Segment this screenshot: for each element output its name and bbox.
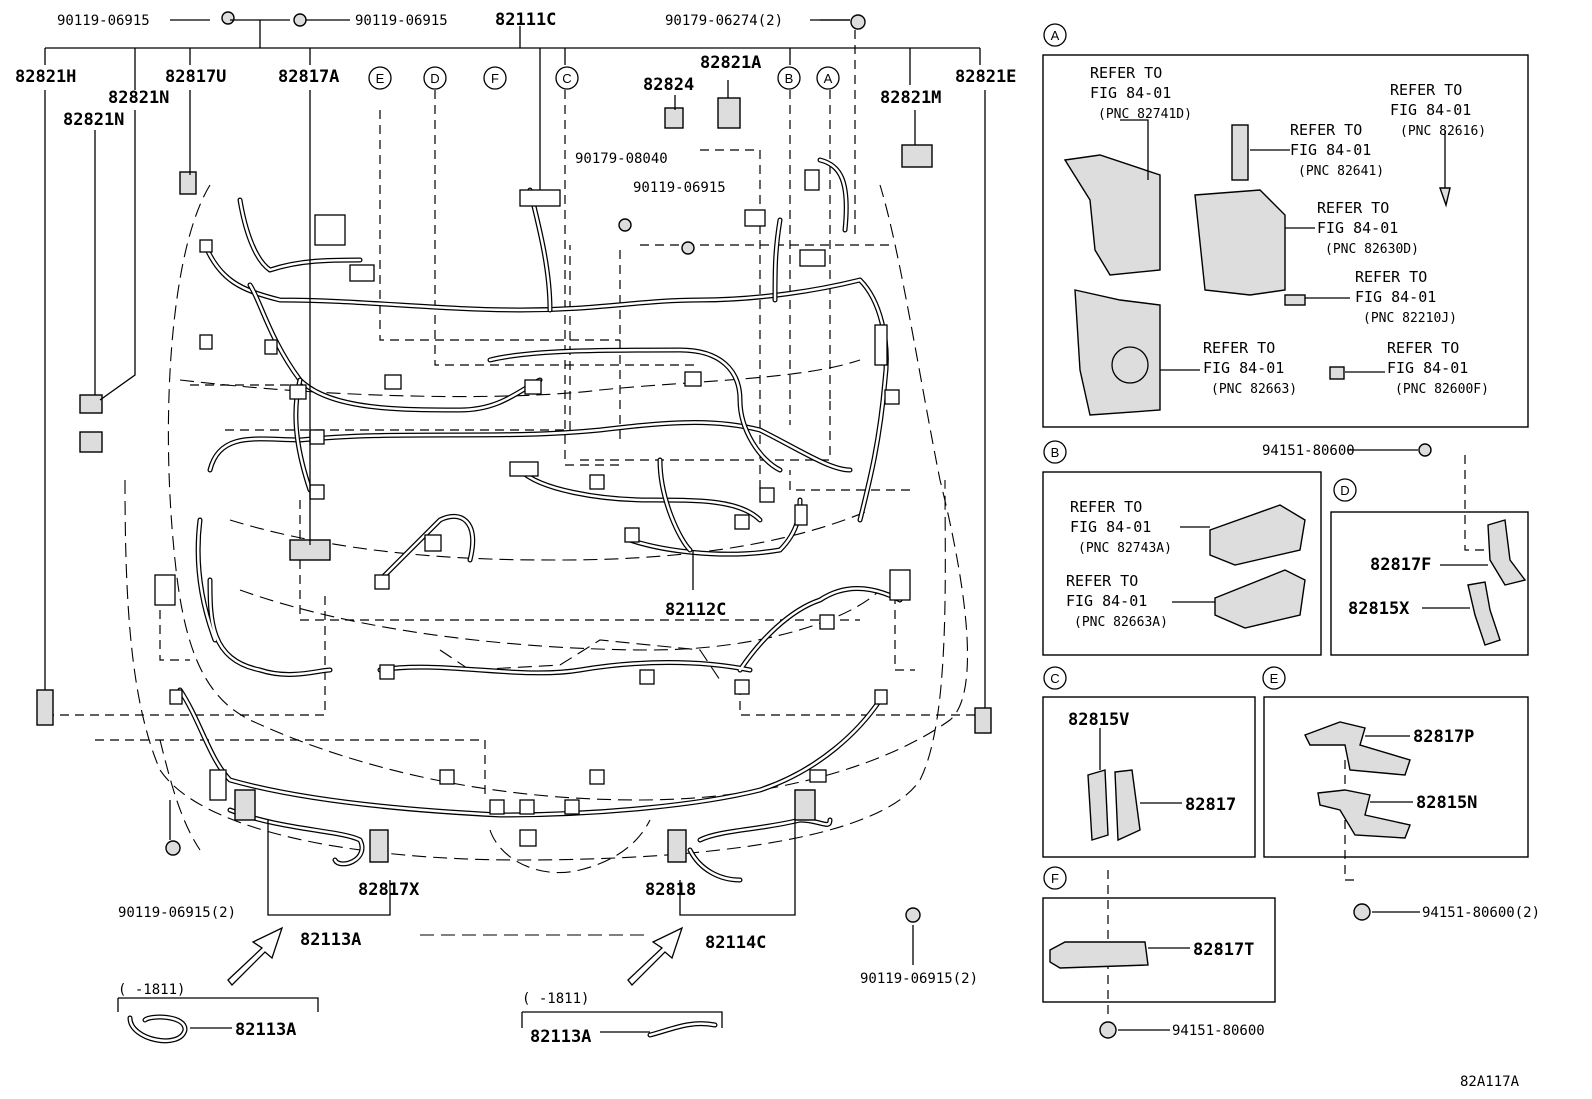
harness-connectors [154, 169, 911, 863]
loose-parts [36, 11, 992, 923]
callout-F: F [491, 71, 499, 86]
label-E-clip: 94151-80600(2) [1422, 905, 1540, 921]
svg-text:FIG 84-01: FIG 84-01 [1355, 288, 1436, 306]
label-82821N-a: 82821N [108, 88, 169, 108]
label-82821M: 82821M [880, 88, 941, 108]
label-range-r: ( -1811) [522, 991, 589, 1007]
label-90179-06274: 90179-06274(2) [665, 13, 783, 29]
label-82111C: 82111C [495, 10, 556, 30]
connector-82821A [717, 97, 741, 129]
label-82824: 82824 [643, 75, 694, 95]
connector-82824 [664, 107, 684, 129]
detail-panel-D: D 94151-80600 82817F 82815X [1262, 443, 1529, 656]
main-harness-view: E D F C B A 90119-06915 90119-06915 8211… [15, 10, 1500, 1047]
svg-text:FIG 84-01: FIG 84-01 [1290, 141, 1371, 159]
label-82821E: 82821E [955, 67, 1016, 87]
detail-panel-E: E 82817P 82815N 94151-80600(2) [1262, 666, 1540, 921]
label-82113A-r: 82113A [530, 1027, 591, 1047]
callout-E: E [376, 71, 385, 86]
svg-text:FIG 84-01: FIG 84-01 [1390, 101, 1471, 119]
clip-82821N-a [79, 394, 103, 414]
callout-B: B [785, 71, 794, 86]
callout-D: D [430, 71, 439, 86]
panel-D-tag: D [1340, 483, 1349, 498]
svg-text:(PNC 82630D): (PNC 82630D) [1325, 242, 1419, 257]
label-82817U: 82817U [165, 67, 226, 87]
vehicle-body-outline [124, 184, 969, 936]
svg-text:REFER TO: REFER TO [1203, 339, 1275, 357]
callout-A: A [824, 71, 833, 86]
panel-A-tag: A [1051, 28, 1060, 43]
part-number-labels: 90119-06915 90119-06915 82111C 90179-062… [15, 10, 1016, 1047]
label-90179-08040: 90179-08040 [575, 151, 668, 167]
svg-text:FIG 84-01: FIG 84-01 [1317, 219, 1398, 237]
svg-text:FIG 84-01: FIG 84-01 [1203, 359, 1284, 377]
clip-82821N-b [79, 431, 103, 453]
svg-text:FIG 84-01: FIG 84-01 [1090, 84, 1171, 102]
label-82817F: 82817F [1370, 555, 1431, 575]
panel-A-refs: REFER TO FIG 84-01 (PNC 82741D) REFER TO… [1090, 64, 1489, 397]
label-82817: 82817 [1185, 795, 1236, 815]
svg-text:REFER TO: REFER TO [1290, 121, 1362, 139]
connector-82817U [179, 171, 197, 195]
svg-text:REFER TO: REFER TO [1090, 64, 1162, 82]
svg-text:REFER TO: REFER TO [1390, 81, 1462, 99]
label-82815X: 82815X [1348, 599, 1410, 619]
svg-text:(PNC 82741D): (PNC 82741D) [1098, 107, 1192, 122]
svg-text:(PNC 82663): (PNC 82663) [1211, 382, 1297, 397]
svg-text:(PNC 82600F): (PNC 82600F) [1395, 382, 1489, 397]
connector-82821M [901, 144, 933, 168]
label-90119-06915-mid: 90119-06915 [633, 180, 726, 196]
label-82821H: 82821H [15, 67, 76, 87]
svg-text:FIG 84-01: FIG 84-01 [1387, 359, 1468, 377]
svg-text:REFER TO: REFER TO [1070, 498, 1142, 516]
label-90119-06915-2-l: 90119-06915(2) [118, 905, 236, 921]
label-82817A: 82817A [278, 67, 339, 87]
connector-82821E [974, 707, 992, 734]
label-82113A: 82113A [300, 930, 361, 950]
svg-text:(PNC 82641): (PNC 82641) [1298, 164, 1384, 179]
svg-text:REFER TO: REFER TO [1387, 339, 1459, 357]
label-82817P: 82817P [1413, 727, 1474, 747]
label-90119-06915-tl: 90119-06915 [57, 13, 150, 29]
callout-markers: E D F C B A [368, 66, 840, 90]
svg-text:FIG 84-01: FIG 84-01 [1070, 518, 1151, 536]
label-82113A-l: 82113A [235, 1020, 296, 1040]
connector-82821H [36, 689, 54, 726]
label-F-clip: 94151-80600 [1172, 1023, 1265, 1039]
label-82817T: 82817T [1193, 940, 1254, 960]
label-range-l: ( -1811) [118, 982, 185, 998]
engine-wire-harness [177, 157, 903, 883]
label-82818: 82818 [645, 880, 696, 900]
svg-text:(PNC 82616): (PNC 82616) [1400, 124, 1486, 139]
svg-text:(PNC 82743A): (PNC 82743A) [1078, 541, 1172, 556]
label-90119-06915-tr: 90119-06915 [355, 13, 448, 29]
detail-panel-A: A REFER TO FIG 84-01 (PNC 82741D) REFER … [1042, 23, 1529, 428]
label-82821A: 82821A [700, 53, 761, 73]
label-82114C: 82114C [705, 933, 766, 953]
panel-B-tag: B [1051, 445, 1060, 460]
svg-text:(PNC 82663A): (PNC 82663A) [1074, 615, 1168, 630]
svg-text:REFER TO: REFER TO [1317, 199, 1389, 217]
detail-panel-F: F 82817T 94151-80600 [1042, 866, 1276, 1039]
diagram-id: 82A117A [1460, 1074, 1520, 1090]
svg-text:(PNC 82210J): (PNC 82210J) [1363, 311, 1457, 326]
svg-text:REFER TO: REFER TO [1355, 268, 1427, 286]
label-82821N-b: 82821N [63, 110, 124, 130]
label-82815N: 82815N [1416, 793, 1477, 813]
panel-E-tag: E [1270, 671, 1279, 686]
svg-text:REFER TO: REFER TO [1066, 572, 1138, 590]
panel-F-tag: F [1051, 871, 1059, 886]
detail-panel-C: C 82815V 82817 [1042, 666, 1256, 858]
label-82815V: 82815V [1068, 710, 1129, 730]
label-82112C: 82112C [665, 600, 726, 620]
detail-panel-B: B REFER TO FIG 84-01 (PNC 82743A) REFER … [1042, 440, 1322, 656]
label-90119-06915-2-r: 90119-06915(2) [860, 971, 978, 987]
label-D-clip: 94151-80600 [1262, 443, 1355, 459]
svg-text:FIG 84-01: FIG 84-01 [1066, 592, 1147, 610]
label-82817X: 82817X [358, 880, 420, 900]
callout-C: C [562, 71, 571, 86]
panel-C-tag: C [1050, 671, 1059, 686]
